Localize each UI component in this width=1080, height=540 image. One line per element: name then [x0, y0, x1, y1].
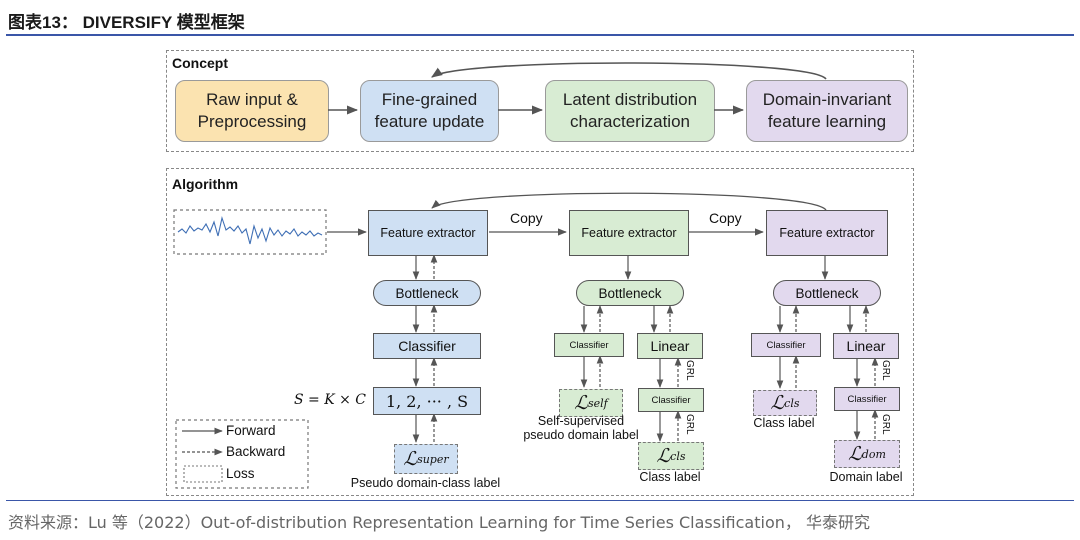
- classifier-3: Classifier: [751, 333, 821, 357]
- feature-extractor-2: Feature extractor: [569, 210, 689, 256]
- grl-label-3b: GRL: [880, 414, 891, 435]
- feature-extractor-1: Feature extractor: [368, 210, 488, 256]
- feature-extractor-3: Feature extractor: [766, 210, 888, 256]
- class-label-2: Class label: [639, 470, 701, 484]
- loss-super-symbol: ℒ: [403, 448, 418, 470]
- loss-cls-3-symbol: ℒ: [770, 392, 785, 414]
- bottleneck-3: Bottleneck: [773, 280, 881, 306]
- range-box: 1, 2, ··· , S: [373, 387, 481, 415]
- concept-step-latent-distribution: Latent distribution characterization: [545, 80, 715, 142]
- grl-label-2a: GRL: [684, 360, 695, 381]
- classifier-1: Classifier: [373, 333, 481, 359]
- concept-step-feature-update: Fine-grained feature update: [360, 80, 499, 142]
- loss-dom-sub: dom: [861, 447, 886, 461]
- domain-label: Domain label: [829, 470, 903, 484]
- pseudo-domain-class-label: Pseudo domain-class label: [350, 476, 501, 490]
- legend-forward: Forward: [226, 423, 276, 438]
- header-rule: [6, 34, 1074, 36]
- linear-3: Linear: [833, 333, 899, 359]
- loss-cls-2-sub: cls: [670, 449, 686, 463]
- formula-label: S = K × C: [293, 392, 367, 408]
- concept-step-raw-input: Raw input & Preprocessing: [175, 80, 329, 142]
- footer-rule: [6, 500, 1074, 501]
- figure-title: 图表13： DIVERSIFY 模型框架: [8, 13, 245, 32]
- loss-super-sub: super: [417, 452, 449, 466]
- loss-dom-symbol: ℒ: [848, 443, 862, 465]
- signal-waveform: [177, 215, 323, 245]
- linear-2: Linear: [637, 333, 703, 359]
- source-note: 资料来源：Lu 等（2022）Out-of-distribution Repre…: [8, 513, 870, 532]
- legend-backward: Backward: [226, 444, 286, 459]
- concept-title: Concept: [172, 55, 228, 71]
- loss-self-sub: self: [587, 396, 608, 410]
- concept-step-domain-invariant: Domain-invariant feature learning: [746, 80, 908, 142]
- legend-loss: Loss: [226, 466, 255, 481]
- copy-label-1: Copy: [510, 210, 543, 226]
- bottleneck-1: Bottleneck: [373, 280, 481, 306]
- domain-classifier-3: Classifier: [834, 387, 900, 411]
- loss-self-symbol: ℒ: [574, 392, 588, 414]
- self-supervised-label: Self-supervised pseudo domain label: [523, 414, 639, 442]
- copy-label-2: Copy: [709, 210, 742, 226]
- domain-classifier-2: Classifier: [638, 388, 704, 412]
- loss-cls-2-symbol: ℒ: [656, 445, 671, 467]
- bottleneck-2: Bottleneck: [576, 280, 684, 306]
- classifier-2: Classifier: [554, 333, 624, 357]
- loss-cls-3-sub: cls: [784, 396, 800, 410]
- algorithm-title: Algorithm: [172, 176, 239, 192]
- class-label-3: Class label: [753, 416, 815, 430]
- grl-label-2b: GRL: [684, 414, 695, 435]
- grl-label-3a: GRL: [880, 360, 891, 381]
